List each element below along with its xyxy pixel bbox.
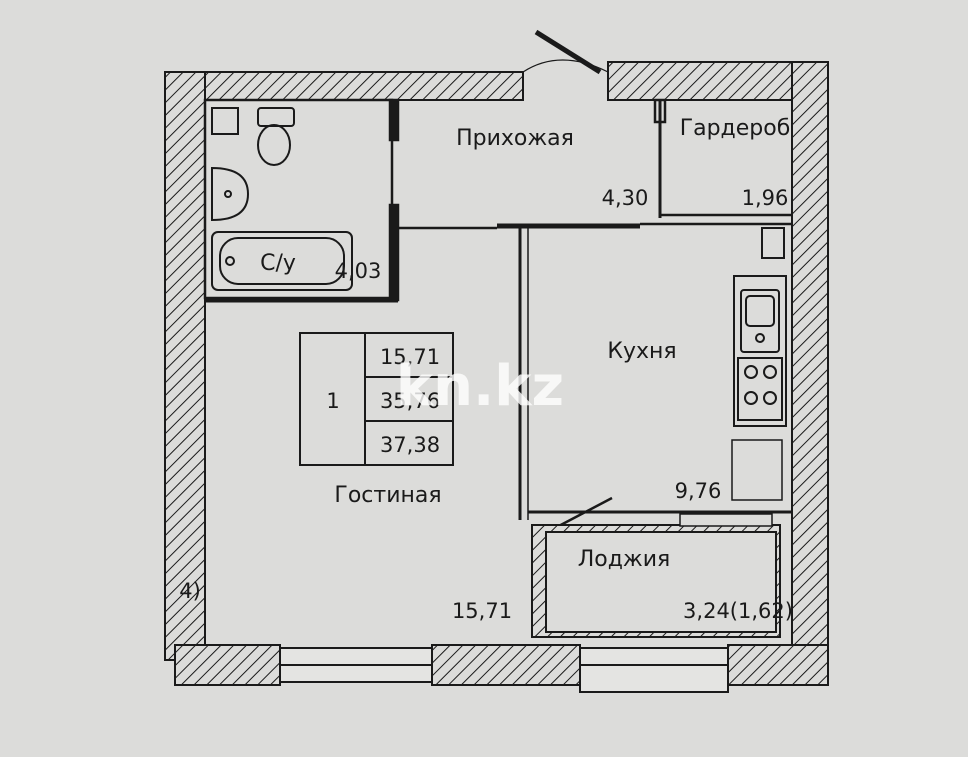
sink-icon [211, 166, 250, 222]
wall-left [164, 71, 206, 661]
interior-walls [203, 98, 792, 530]
exterior-walls [164, 61, 829, 686]
wardrobe-label: Гардероб [680, 116, 791, 141]
kitchen-area: 9,76 [675, 479, 722, 503]
hallway-area: 4,30 [602, 186, 649, 210]
room-labels: Прихожая 4,30 Гардероб 1,96 С/у 4,03 Кух… [179, 116, 793, 623]
wall-bottom-right [727, 644, 829, 686]
counter [733, 275, 787, 427]
total-area-cell: 35,76 [380, 389, 440, 413]
wardrobe-area: 1,96 [742, 186, 789, 210]
wall-bottom-mid [431, 644, 581, 686]
total-with-loggia-cell: 37,38 [380, 433, 440, 457]
bathroom-area: 4,03 [335, 259, 382, 283]
entrance-door [522, 29, 609, 75]
kitchen-label: Кухня [607, 339, 676, 364]
watermark: kn.kz [396, 354, 564, 419]
stove-icon [737, 357, 783, 421]
living-label: Гостиная [334, 483, 441, 508]
bathroom-label: С/у [260, 251, 296, 276]
hallway-label: Прихожая [456, 126, 574, 151]
toilet-icon [257, 107, 295, 166]
loggia-label: Лоджия [578, 547, 671, 572]
loggia-frame [531, 513, 781, 638]
kitchen-fixtures [733, 227, 787, 427]
summary-table: 1 15,71 35,76 37,38 [299, 332, 454, 466]
bathroom-fixtures [211, 107, 353, 291]
living-area: 15,71 [452, 599, 512, 623]
edge-fragment: 4) [179, 579, 201, 603]
windows [279, 647, 729, 693]
rooms-count: 1 [326, 389, 339, 413]
wall-top-left [164, 71, 524, 101]
bathtub-icon [211, 231, 353, 291]
living-area-cell: 15,71 [380, 345, 440, 369]
wall-right [791, 61, 829, 673]
window-kitchen [579, 647, 729, 693]
loggia-area: 3,24(1,62) [683, 599, 793, 623]
kitchen-sink-icon [740, 289, 780, 353]
wall-bottom-left [174, 644, 281, 686]
